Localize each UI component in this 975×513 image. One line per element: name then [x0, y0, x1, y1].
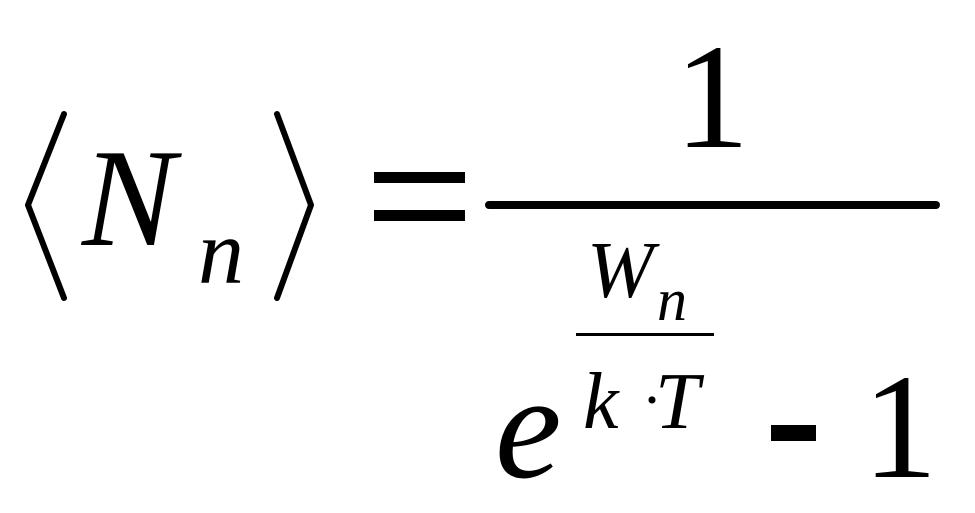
numerator: 1 — [675, 14, 750, 180]
exponent-fraction-bar — [576, 333, 714, 336]
exponent-denominator-T: T — [655, 358, 705, 446]
denominator-base: e — [495, 344, 562, 510]
exponent-denominator-k: k — [583, 358, 620, 446]
exponent-numerator-subscript: n — [657, 267, 687, 333]
exponent-denominator-dot: · — [642, 367, 662, 433]
lhs-symbol: N — [80, 121, 182, 276]
main-fraction-bar — [485, 201, 940, 209]
equals-sign-top-bar — [374, 172, 465, 183]
denominator-one: 1 — [863, 344, 938, 510]
right-angle-bracket — [274, 111, 314, 301]
left-angle-bracket — [25, 111, 67, 301]
lhs-subscript: n — [198, 201, 244, 303]
equals-sign-bottom-bar — [374, 210, 465, 221]
minus-sign-bar — [771, 425, 816, 441]
exponent-numerator-symbol: W — [587, 227, 660, 315]
